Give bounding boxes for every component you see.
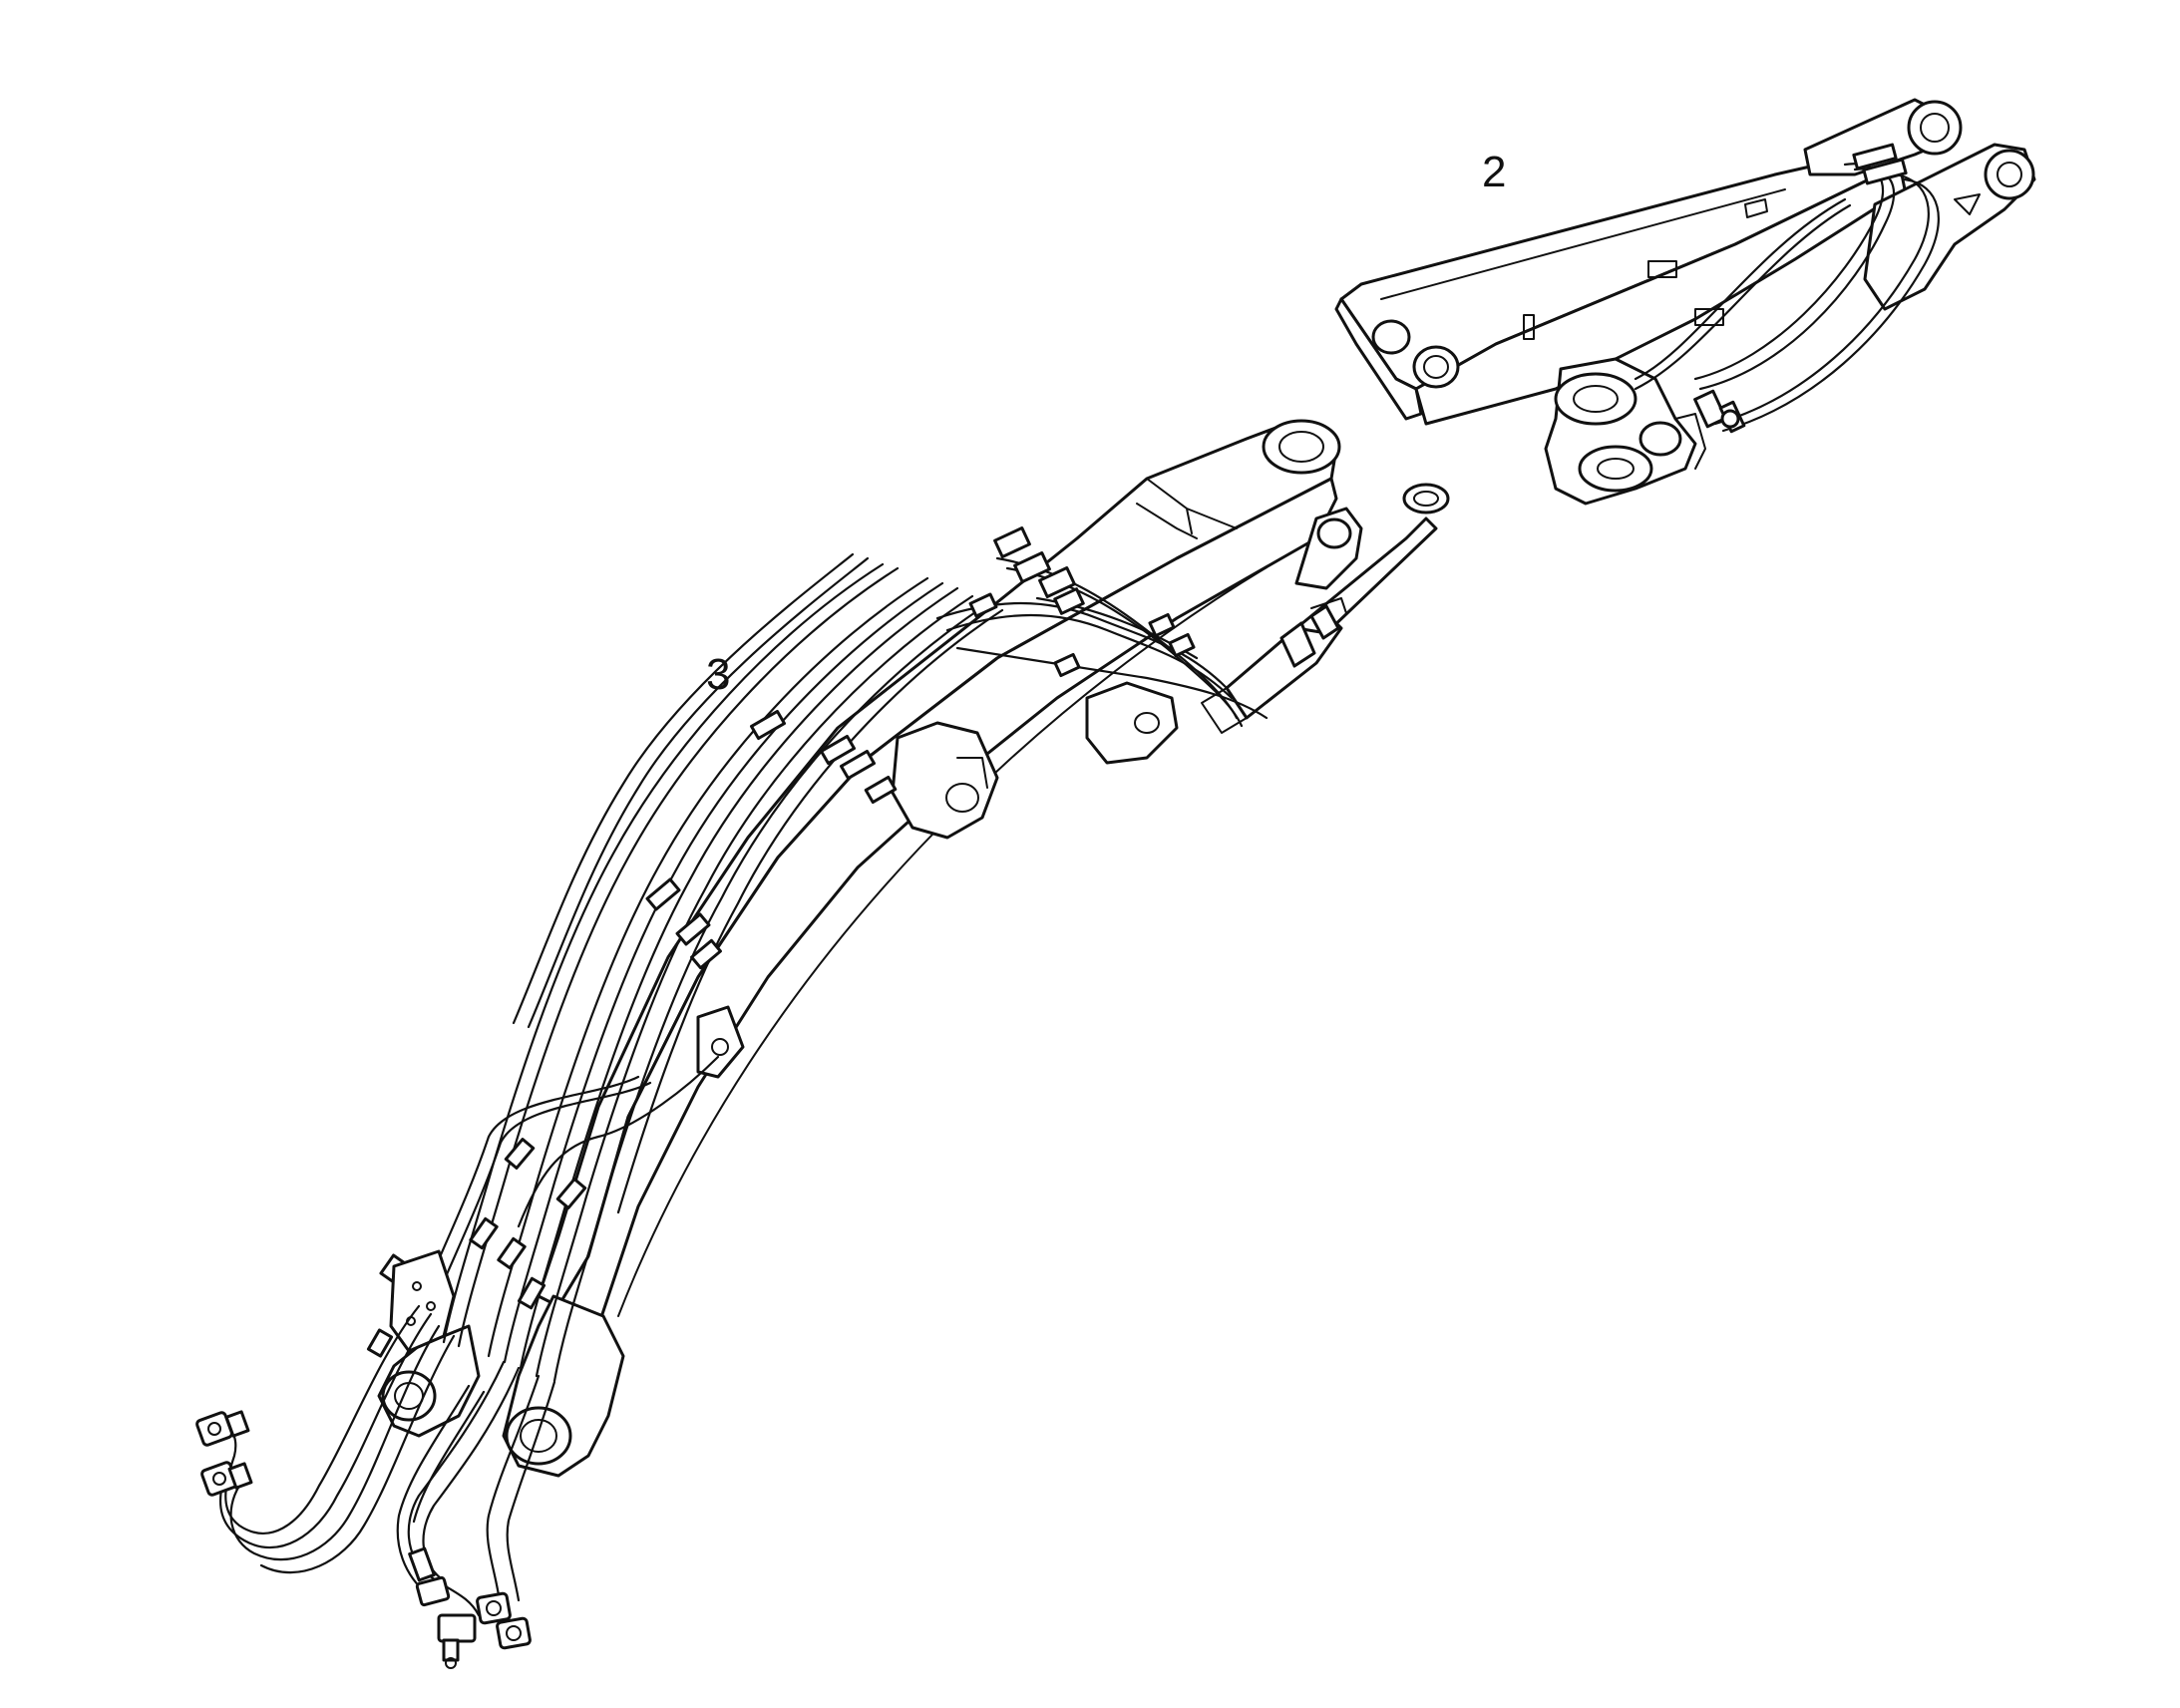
callout-part-2: 2	[1482, 148, 1506, 196]
arm-assembly	[1334, 98, 2036, 506]
boom-hose-bundle	[417, 552, 1004, 1383]
boom-assembly	[366, 419, 1450, 1478]
callout-part-3: 3	[706, 650, 730, 699]
hose-end-fittings	[195, 1304, 556, 1669]
